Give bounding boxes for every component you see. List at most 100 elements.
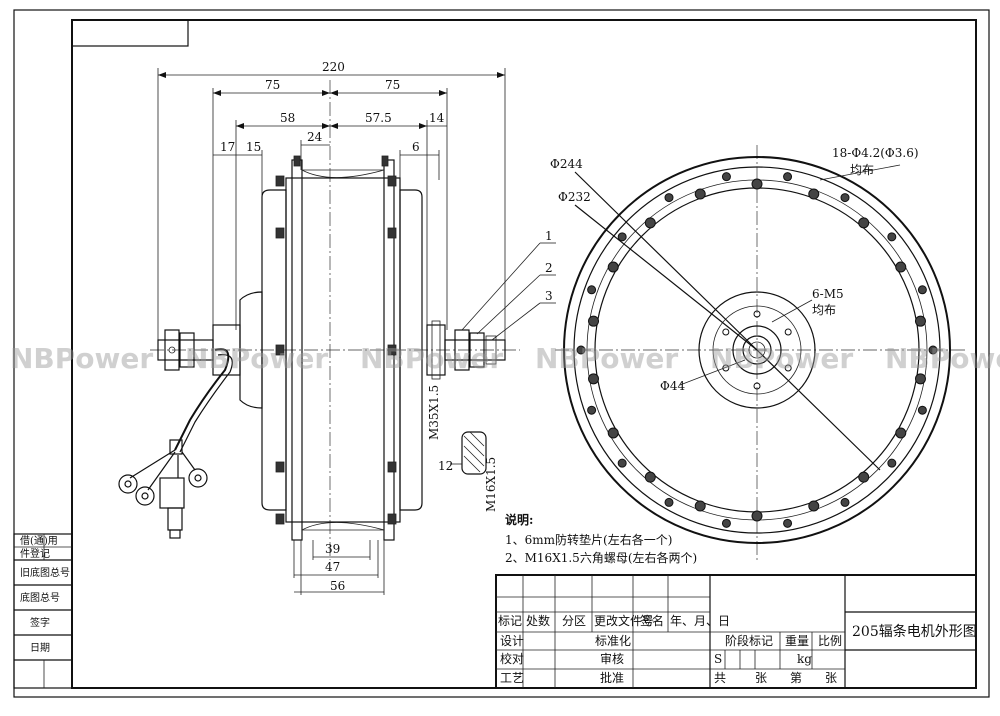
- m5-hole: [784, 328, 792, 336]
- title-block: 标记 处数 分区 更改文件号 签名 年、月、日 设计 标准化 校对 审核 工艺 …: [495, 574, 977, 689]
- spoke-hole: [783, 172, 793, 182]
- tb-approve: 批准: [600, 670, 624, 685]
- watermark-5: NBPower: [710, 342, 853, 375]
- dim-24: 24: [307, 130, 323, 144]
- cable-connectors: [118, 439, 208, 539]
- tb-check: 校对: [500, 651, 524, 666]
- spoke-hole: [664, 497, 674, 507]
- m5-hole: [784, 364, 792, 372]
- spoke-hole: [607, 427, 619, 439]
- corner-tab: [71, 19, 189, 47]
- watermarks: NBPower NBPower NBPower NBPower NBPower …: [10, 342, 1000, 375]
- spoke-hole: [840, 497, 850, 507]
- spoke-hole: [694, 500, 706, 512]
- dim-75-right: 75: [385, 78, 400, 92]
- spoke-hole: [587, 405, 597, 415]
- left-strip-label-5: 签字: [30, 616, 50, 629]
- spoke-hole: [694, 188, 706, 200]
- spoke-hole: [617, 458, 627, 468]
- watermark-1: NBPower: [10, 342, 153, 375]
- tb-standardize: 标准化: [595, 634, 631, 648]
- spoke-hole: [576, 345, 586, 355]
- spoke-hole: [887, 458, 897, 468]
- left-strip-label-3: 旧底图总号: [20, 566, 70, 579]
- spoke-hole: [617, 232, 627, 242]
- spoke-hole: [917, 285, 927, 295]
- dim-57-5: 57.5: [365, 111, 392, 125]
- spoke-hole: [751, 510, 763, 522]
- spoke-hole: [783, 518, 793, 528]
- dim-6: 6: [412, 140, 420, 154]
- left-strip-label-6: 日期: [30, 642, 50, 654]
- label-m5-note: 均布: [812, 303, 836, 317]
- dim-220: 220: [322, 60, 345, 74]
- spoke-holes: [576, 172, 938, 528]
- dim-75-left: 75: [265, 78, 280, 92]
- watermark-2: NBPower: [185, 342, 328, 375]
- dim-17: 17: [220, 140, 235, 154]
- tb-sheet2: 张: [825, 671, 837, 685]
- label-d232: Φ232: [558, 190, 591, 204]
- spoke-hole: [858, 217, 870, 229]
- tb-date: 年、月、日: [670, 614, 730, 628]
- dim-14: 14: [429, 111, 445, 125]
- notes-heading: 说明:: [505, 512, 533, 527]
- spoke-hole: [644, 217, 656, 229]
- spoke-hole: [858, 471, 870, 483]
- tb-total: 共: [714, 671, 726, 685]
- dim-58: 58: [280, 111, 295, 125]
- dim-15: 15: [246, 140, 261, 154]
- side-view: Φ244 Φ232 Φ44 18-Φ4.2(Φ3.6) 均布 6-M5 均布: [550, 145, 965, 560]
- m5-hole: [753, 382, 761, 390]
- m5-hole: [722, 364, 730, 372]
- dim-39: 39: [325, 542, 340, 556]
- callout-3: 3: [545, 289, 553, 303]
- label-d244: Φ244: [550, 157, 583, 171]
- label-spoke-holes-note: 均布: [850, 163, 874, 177]
- spoke-hole: [664, 193, 674, 203]
- left-strip-label-4: 底图总号: [20, 591, 60, 604]
- spoke-hole: [721, 518, 731, 528]
- spoke-hole: [895, 427, 907, 439]
- m5-hole: [722, 328, 730, 336]
- spoke-hole: [917, 405, 927, 415]
- tb-stage-mark: 阶段标记: [725, 633, 773, 648]
- tb-s: S: [714, 652, 722, 666]
- tb-design: 设计: [500, 634, 524, 648]
- spoke-hole: [928, 345, 938, 355]
- spoke-hole: [588, 315, 600, 327]
- spoke-hole: [808, 500, 820, 512]
- watermark-3: NBPower: [360, 342, 503, 375]
- tb-weight: 重量: [785, 634, 809, 648]
- tb-scale: 比例: [818, 634, 842, 648]
- thread-m35: M35X1.5: [427, 385, 441, 440]
- outer-frame: [13, 9, 990, 698]
- tb-change-doc: 更改文件号: [594, 613, 654, 628]
- label-d44: Φ44: [660, 379, 685, 393]
- front-view: 220 75 75 58 57.5 14 24 17 15 6: [118, 60, 556, 595]
- spoke-hole: [751, 178, 763, 190]
- spoke-hole: [840, 193, 850, 203]
- spoke-hole: [895, 261, 907, 273]
- left-strip: 借(通)用 件登记 旧底图总号 底图总号 签字 日期: [13, 533, 73, 689]
- notes: 说明: 1、6mm防转垫片(左右各一个) 2、M16X1.5六角螺母(左右各两个…: [505, 512, 697, 565]
- notes-line-2: 2、M16X1.5六角螺母(左右各两个): [505, 550, 697, 565]
- tb-signature: 签名: [640, 613, 664, 628]
- label-spoke-holes: 18-Φ4.2(Φ3.6): [832, 146, 919, 160]
- callout-1: 1: [545, 229, 553, 243]
- dim-56: 56: [330, 579, 345, 593]
- dim-47: 47: [325, 560, 340, 574]
- tb-mark: 标记: [498, 614, 522, 628]
- notes-line-1: 1、6mm防转垫片(左右各一个): [505, 532, 672, 547]
- tb-kg: kg: [797, 652, 812, 666]
- left-strip-label-2: 件登记: [20, 547, 50, 560]
- spoke-hole: [887, 232, 897, 242]
- callout-2: 2: [545, 261, 553, 275]
- spoke-hole: [914, 315, 926, 327]
- m5-holes: [722, 310, 792, 390]
- label-m5: 6-M5: [812, 287, 844, 301]
- spoke-hole: [808, 188, 820, 200]
- drawing-title: 205辐条电机外形图: [852, 623, 977, 640]
- spoke-hole: [644, 471, 656, 483]
